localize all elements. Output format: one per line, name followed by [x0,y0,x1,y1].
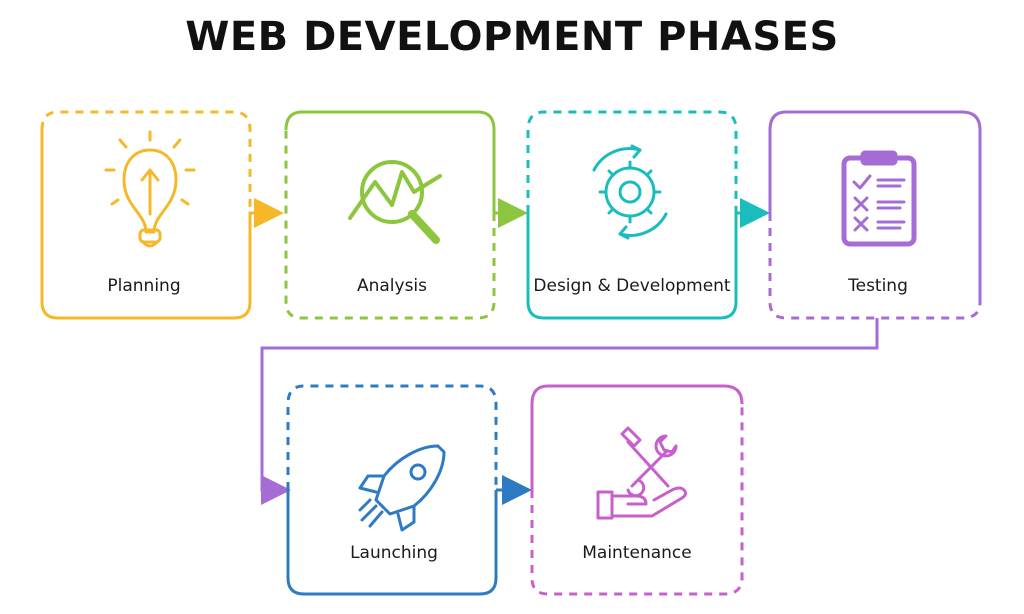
phase-card-border [286,490,498,596]
phase-card-maintenance: Maintenance [530,384,744,596]
phase-label: Design & Development [533,276,731,296]
phase-label: Planning [107,276,180,296]
phase-label: Analysis [357,276,427,296]
connector-testing-launching [260,318,879,505]
phase-card-border [526,213,738,320]
phase-card-border [768,110,982,302]
phase-card-border-dashed [40,110,252,280]
gear-icon [592,144,668,240]
phase-card-border [530,384,744,490]
phase-card-border-dashed [768,213,982,320]
rocket-icon [358,444,446,532]
phase-label: Maintenance [582,543,691,563]
phase-card-border-dashed [284,130,496,320]
phase-card-border-dashed [526,110,738,213]
phase-card-border-dashed [286,384,498,490]
phase-card-border-dashed [530,404,744,596]
connector-design-testing [734,198,770,280]
phase-card-analysis: Analysis [284,110,496,320]
phase-card-launching: Launching [286,384,498,596]
clipboard-checklist-icon [841,150,917,247]
magnifier-chart-icon [348,160,442,244]
diagram-title: WEB DEVELOPMENT PHASES [185,14,839,60]
phase-card-border [284,110,496,131]
phase-label: Testing [847,276,908,296]
tools-hand-icon [596,426,688,520]
connector-analysis-design [492,130,528,228]
phase-card-planning: Planning [40,110,252,320]
phase-card-border [40,130,252,320]
lightbulb-icon [104,130,196,248]
phase-card-design-development: Design & Development [526,110,738,320]
connector-planning-analysis [248,198,284,280]
phase-card-testing: Testing [768,110,982,320]
phase-label: Launching [350,543,438,563]
